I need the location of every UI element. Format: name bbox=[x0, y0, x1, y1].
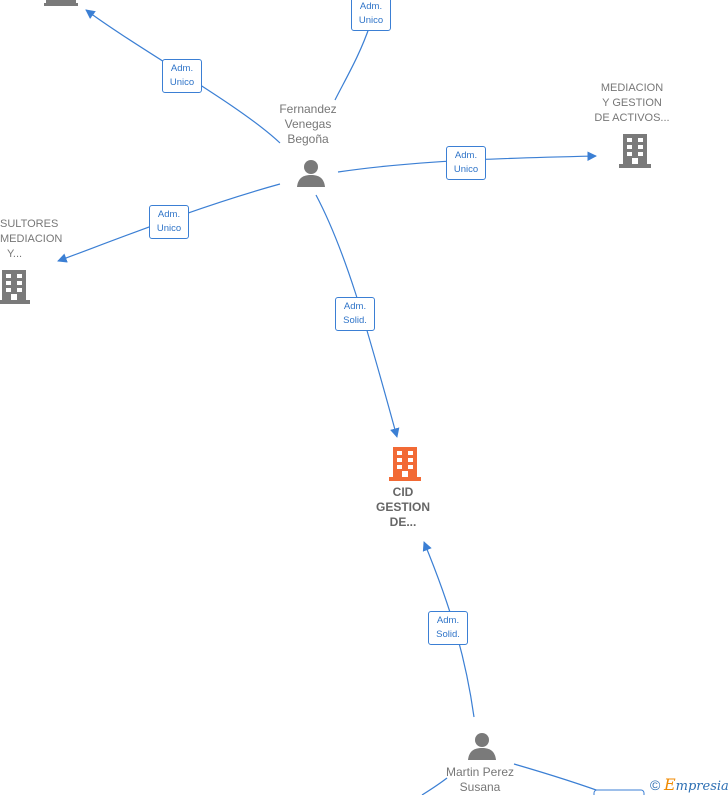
edge-label-top-left[interactable]: Adm. Unico bbox=[162, 59, 202, 93]
edge-role-line: Unico bbox=[156, 223, 182, 234]
edge-label-left[interactable]: Adm. Unico bbox=[149, 205, 189, 239]
edge-label-top[interactable]: Adm. Unico bbox=[351, 0, 391, 31]
company-label-consultores[interactable]: SULTORES MEDIACION Y... bbox=[0, 217, 63, 262]
edge-role-line: Adm. bbox=[454, 150, 478, 161]
person-name-line: Fernandez bbox=[279, 102, 337, 116]
edge-label-to-cid-bottom[interactable]: Adm. Solid. bbox=[428, 611, 468, 645]
person-icon[interactable] bbox=[296, 158, 326, 188]
edge-role-line: Unico bbox=[169, 77, 195, 88]
edge-role-line: Solid. bbox=[436, 629, 460, 640]
edge-role-line: Adm. bbox=[436, 615, 460, 626]
person-name-line: Venegas bbox=[284, 117, 332, 131]
building-icon-partial bbox=[44, 0, 78, 6]
building-icon[interactable] bbox=[619, 134, 651, 168]
company-name-line: Y... bbox=[7, 248, 23, 260]
brand-logo-initial: E bbox=[663, 775, 676, 794]
person-label-fernandez[interactable]: Fernandez Venegas Begoña bbox=[279, 102, 336, 147]
edge-role-line: Solid. bbox=[343, 315, 367, 326]
company-name-line: Y GESTION bbox=[602, 97, 662, 109]
company-name-line: DE ACTIVOS... bbox=[594, 112, 670, 124]
edge-label-to-cid-top[interactable]: Adm. Solid. bbox=[335, 297, 375, 331]
company-name-line: DE... bbox=[389, 515, 417, 529]
edge-line-to-cid-top bbox=[315, 194, 400, 438]
edge-role-line: Adm. bbox=[343, 301, 367, 312]
company-label-mediacion[interactable]: MEDIACION Y GESTION DE ACTIVOS... bbox=[594, 81, 669, 126]
edge-role-line: Adm. bbox=[359, 1, 383, 12]
brand-watermark: © Empresia bbox=[650, 775, 728, 794]
person-name-line: Martin Perez bbox=[445, 765, 515, 779]
edge-role-line: Unico bbox=[358, 15, 384, 26]
edge-role-line: Adm. bbox=[157, 209, 181, 220]
edge-line-martin-left bbox=[421, 777, 448, 795]
edge-label-right[interactable]: Adm. Unico bbox=[446, 146, 486, 180]
company-name-line: CID bbox=[392, 485, 414, 499]
focus-building-icon[interactable] bbox=[389, 447, 421, 481]
copyright-symbol: © bbox=[650, 777, 661, 793]
person-label-martin[interactable]: Martin Perez Susana bbox=[446, 765, 514, 795]
edge-label-partial-box bbox=[593, 789, 645, 795]
company-label-cid[interactable]: CID GESTION DE... bbox=[376, 485, 430, 530]
person-name-line: Susana bbox=[459, 780, 501, 794]
edge-role-line: Adm. bbox=[170, 63, 194, 74]
edge-role-line: Unico bbox=[453, 164, 479, 175]
company-name-line: SULTORES bbox=[0, 218, 59, 230]
person-icon[interactable] bbox=[467, 731, 497, 761]
person-name-line: Begoña bbox=[287, 132, 329, 146]
company-name-line: MEDIACION bbox=[0, 233, 63, 245]
company-name-line: MEDIACION bbox=[600, 82, 664, 94]
building-icon[interactable] bbox=[0, 270, 30, 304]
company-name-line: GESTION bbox=[375, 500, 431, 514]
brand-logo-text: mpresia bbox=[675, 779, 728, 794]
edge-line-top bbox=[334, 24, 371, 101]
